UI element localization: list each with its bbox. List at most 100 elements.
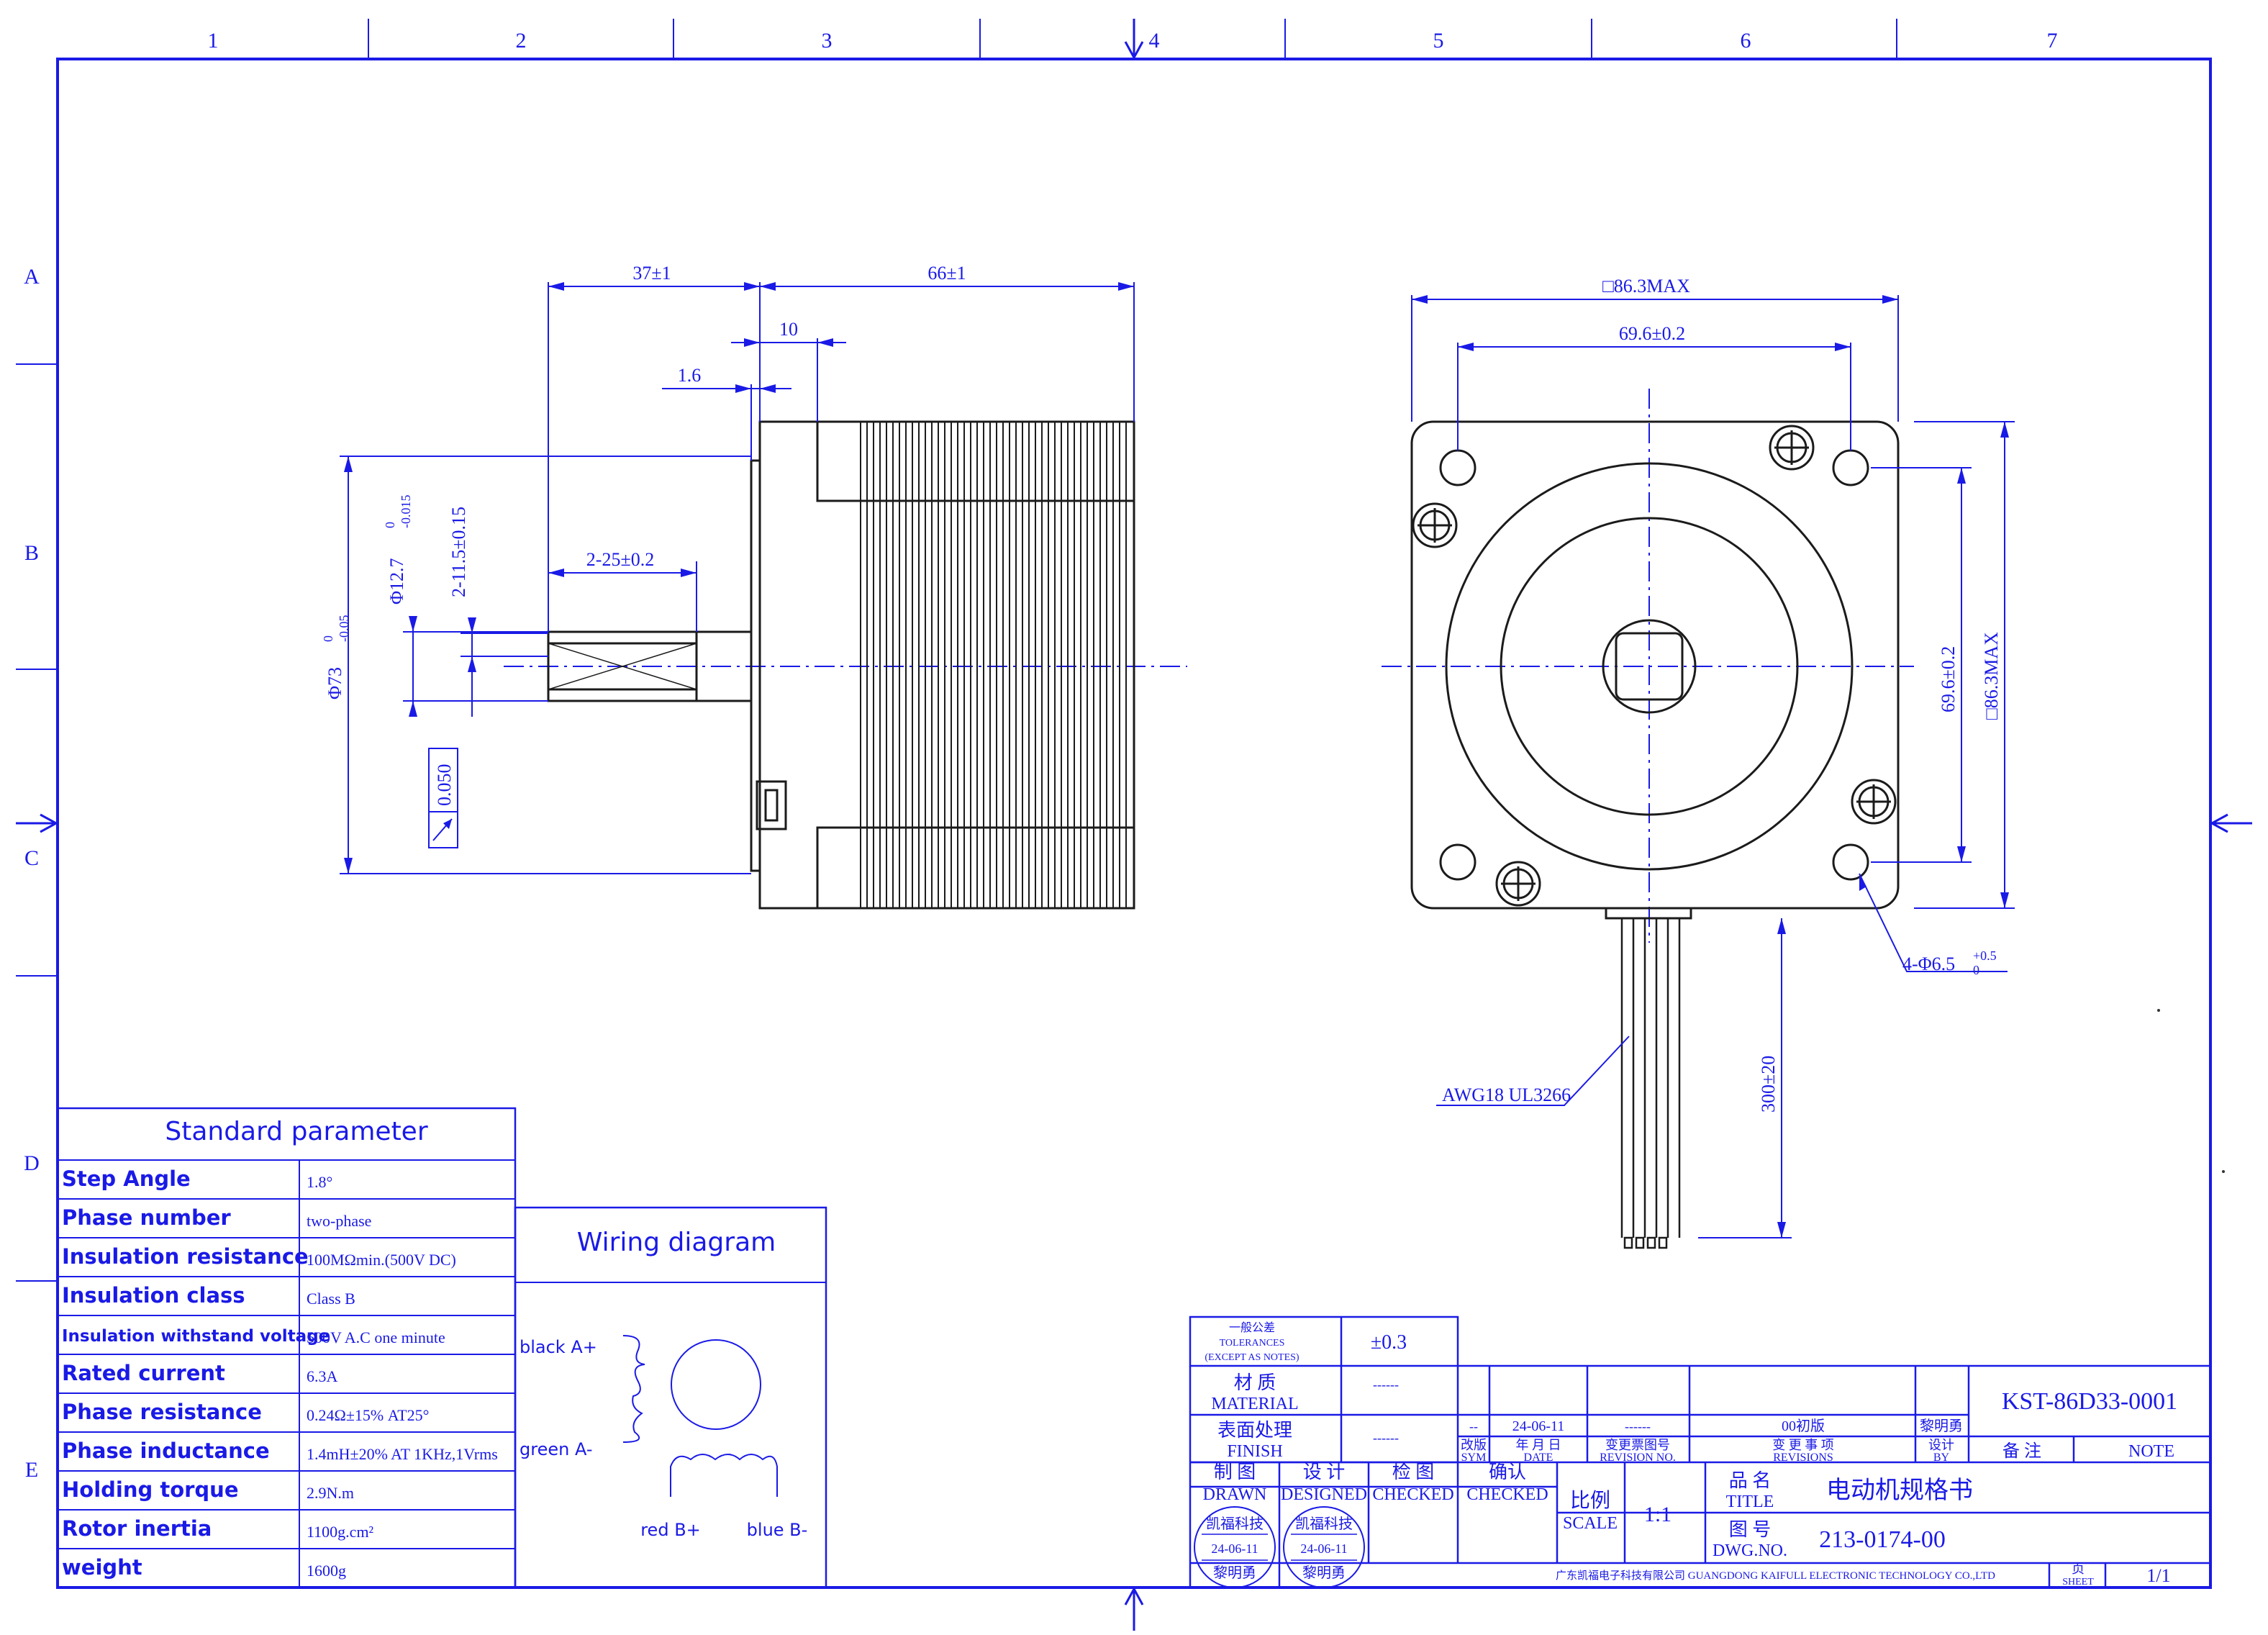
sym-label-cn: 改版 — [1461, 1438, 1487, 1452]
title-label-cn: 品 名 — [1729, 1470, 1772, 1491]
dim-square-side: □86.3MAX — [1981, 632, 2002, 720]
tolerance-label-cn: 一般公差 — [1229, 1321, 1275, 1334]
revision-description: 00初版 — [1782, 1418, 1825, 1434]
drawing-frame — [16, 19, 2252, 1631]
parameter-label: Insulation class — [62, 1283, 245, 1308]
parameter-label: Phase number — [62, 1205, 231, 1230]
revno-label-en: REVISION NO. — [1600, 1451, 1676, 1464]
parameter-value: 1100g.cm² — [307, 1523, 374, 1541]
checked-label-cn: 检 图 — [1392, 1462, 1435, 1482]
column-labels: 1 2 3 4 5 6 7 — [208, 29, 2058, 53]
title-label-en: TITLE — [1726, 1493, 1774, 1511]
dim-mounting-holes: 4-Φ6.5 — [1902, 954, 1955, 974]
dim-1-6: 1.6 — [678, 365, 702, 386]
row-label-e: E — [25, 1458, 38, 1482]
tolerance-value: ±0.3 — [1371, 1331, 1407, 1354]
dim-holes-tol-upper: +0.5 — [1973, 948, 1997, 963]
runout-value: 0.050 — [434, 764, 455, 807]
dim-square-top: □86.3MAX — [1602, 276, 1690, 296]
parameter-label: Rotor inertia — [62, 1516, 212, 1541]
column-label-1: 1 — [208, 29, 219, 53]
runout-tolerance-frame: 0.050 — [428, 748, 458, 848]
scale-label-en: SCALE — [1563, 1514, 1618, 1533]
revision-sym: -- — [1469, 1419, 1478, 1434]
wire-green-a-minus: green A- — [520, 1439, 593, 1459]
dim-66: 66±1 — [927, 263, 966, 284]
date-label-cn: 年 月 日 — [1516, 1438, 1561, 1452]
drawing-number: KST-86D33-0001 — [2002, 1388, 2177, 1415]
finish-label-cn: 表面处理 — [1217, 1420, 1292, 1441]
designed-stamp: 凯福科技 24-06-11 黎明勇 — [1283, 1506, 1365, 1588]
parameter-value: 500V A.C one minute — [307, 1328, 445, 1346]
dim-shaft-tol-lower: -0.015 — [399, 495, 413, 529]
company-name: 广东凯福电子科技有限公司 GUANGDONG KAIFULL ELECTRONI… — [1556, 1570, 1995, 1582]
parameter-label: Holding torque — [62, 1477, 239, 1502]
drawn-stamp-company: 凯福科技 — [1206, 1516, 1264, 1532]
column-label-7: 7 — [2047, 29, 2058, 53]
drawn-stamp-date: 24-06-11 — [1211, 1541, 1258, 1556]
revno-label-cn: 变更票图号 — [1605, 1438, 1670, 1452]
by-label-cn: 设计 — [1928, 1438, 1954, 1452]
row-label-b: B — [24, 541, 39, 565]
parameter-value: 1600g — [307, 1562, 346, 1580]
dim-holes-tol-lower: 0 — [1973, 963, 1979, 977]
note-label-cn: 备 注 — [2002, 1441, 2041, 1461]
finish-value: ------ — [1373, 1431, 1399, 1445]
note-label-en: NOTE — [2128, 1442, 2174, 1461]
confirm-label-en: CHECKED — [1466, 1485, 1548, 1504]
dim-lead-length: 300±20 — [1758, 1056, 1779, 1113]
drawn-stamp: 凯福科技 24-06-11 黎明勇 — [1194, 1506, 1276, 1588]
scale-value: 1:1 — [1644, 1503, 1671, 1526]
designed-stamp-date: 24-06-11 — [1300, 1541, 1347, 1556]
parameter-value: 0.24Ω±15% AT25° — [307, 1406, 429, 1424]
parameter-label: Rated current — [62, 1361, 225, 1385]
sym-label-en: SYM — [1461, 1451, 1487, 1464]
motor-side-view: 37±1 66±1 10 1.6 2-25±0.2 Φ12.7 0 -0.015… — [321, 263, 1187, 910]
column-label-6: 6 — [1741, 29, 1751, 53]
row-label-a: A — [24, 265, 40, 289]
checked-label-en: CHECKED — [1372, 1485, 1453, 1504]
material-label-en: MATERIAL — [1211, 1395, 1298, 1413]
dim-37: 37±1 — [632, 263, 671, 284]
wiring-diagram-title: Wiring diagram — [577, 1228, 776, 1257]
motor-front-view: □86.3MAX 69.6±0.2 69.6±0.2 □86.3MAX 300±… — [1382, 276, 2015, 1249]
dim-hole-spacing-side: 69.6±0.2 — [1938, 646, 1959, 712]
material-label-cn: 材 质 — [1234, 1372, 1276, 1393]
parameter-value: 1.4mH±20% AT 1KHz,1Vrms — [307, 1445, 498, 1463]
dim-pilot-diameter: Φ73 — [325, 667, 345, 699]
parameter-value: 100MΩmin.(500V DC) — [307, 1251, 456, 1269]
revisions-label-cn: 变 更 事 项 — [1772, 1438, 1834, 1452]
dwg-label-cn: 图 号 — [1729, 1519, 1772, 1540]
designed-label-en: DESIGNED — [1281, 1485, 1367, 1504]
sheet-label-en: SHEET — [2062, 1577, 2094, 1588]
parameter-label: Insulation resistance — [62, 1244, 309, 1269]
parameter-value: 6.3A — [307, 1367, 338, 1385]
parameter-label: Insulation withstand voltage — [62, 1327, 330, 1346]
dim-pilot-tol-lower: -0.05 — [337, 615, 351, 643]
drawn-label-en: DRAWN — [1203, 1485, 1267, 1504]
material-value: ------ — [1373, 1377, 1399, 1392]
dwg-label-en: DWG.NO. — [1713, 1541, 1787, 1560]
parameter-label: Phase resistance — [62, 1400, 262, 1424]
designed-stamp-company: 凯福科技 — [1295, 1516, 1353, 1532]
wire-blue-b-minus: blue B- — [747, 1520, 808, 1540]
parameter-value: 1.8° — [307, 1173, 332, 1191]
column-label-3: 3 — [822, 29, 833, 53]
parameter-label: Phase inductance — [62, 1439, 270, 1463]
by-label-en: BY — [1933, 1451, 1950, 1464]
revisions-label-en: REVISIONS — [1773, 1451, 1833, 1464]
revision-date: 24-06-11 — [1512, 1418, 1565, 1434]
wire-red-b-plus: red B+ — [640, 1520, 701, 1540]
confirm-label-cn: 确认 — [1489, 1462, 1526, 1482]
dim-pilot-tol-upper: 0 — [321, 635, 335, 642]
column-label-5: 5 — [1433, 29, 1444, 53]
parameter-value: two-phase — [307, 1212, 371, 1230]
tolerance-label-note: (EXCEPT AS NOTES) — [1205, 1352, 1299, 1363]
parameter-label: weight — [62, 1555, 142, 1580]
drawn-stamp-name: 黎明勇 — [1213, 1564, 1256, 1581]
wire-spec: AWG18 UL3266 — [1442, 1084, 1571, 1105]
dim-shaft-diameter: Φ12.7 — [386, 558, 407, 604]
row-label-c: C — [24, 846, 39, 870]
